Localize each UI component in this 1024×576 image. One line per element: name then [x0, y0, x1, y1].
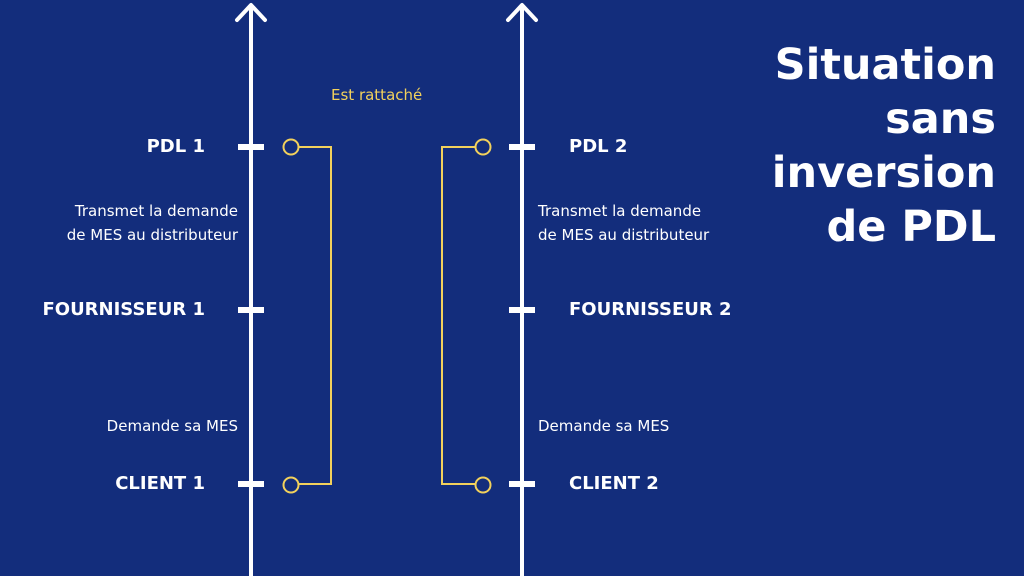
- right-client-node: [474, 476, 492, 494]
- left-client-note: Demande sa MES: [106, 417, 238, 435]
- right-axis-arrowhead: [506, 3, 538, 22]
- right-client-label: CLIENT 2: [569, 473, 659, 494]
- page-title: Situation sans inversion de PDL: [696, 38, 996, 254]
- right-client-note: Demande sa MES: [538, 417, 670, 435]
- title-line-2: sans: [885, 94, 996, 144]
- left-bracket-line: [299, 146, 332, 485]
- left-pdl-note-line-1: Transmet la demande: [74, 202, 238, 220]
- right-pdl-node: [474, 138, 492, 156]
- right-fournisseur-label: FOURNISSEUR 2: [569, 299, 732, 320]
- left-client-label: CLIENT 1: [115, 473, 205, 494]
- left-connector: [282, 138, 332, 494]
- right-pdl-note-line-1: Transmet la demande: [538, 202, 702, 220]
- right-connector: [441, 138, 492, 494]
- right-pdl-label: PDL 2: [569, 136, 628, 157]
- left-pdl-label: PDL 1: [146, 136, 205, 157]
- left-client-node: [282, 476, 300, 494]
- right-bracket-line: [441, 146, 475, 485]
- left-pdl-note: Transmet la demande de MES au distribute…: [67, 199, 238, 247]
- title-line-4: de PDL: [826, 202, 996, 252]
- right-pdl-note: Transmet la demande de MES au distribute…: [538, 199, 709, 247]
- title-line-3: inversion: [771, 148, 996, 198]
- title-line-1: Situation: [774, 40, 996, 90]
- relation-label: Est rattaché: [331, 86, 423, 104]
- left-pdl-node: [282, 138, 300, 156]
- left-axis: [235, 3, 267, 576]
- right-pdl-note-line-2: de MES au distributeur: [538, 226, 710, 244]
- left-fournisseur-label: FOURNISSEUR 1: [42, 299, 205, 320]
- left-pdl-note-line-2: de MES au distributeur: [66, 226, 238, 244]
- left-axis-arrowhead: [235, 3, 267, 22]
- right-axis: [506, 3, 538, 576]
